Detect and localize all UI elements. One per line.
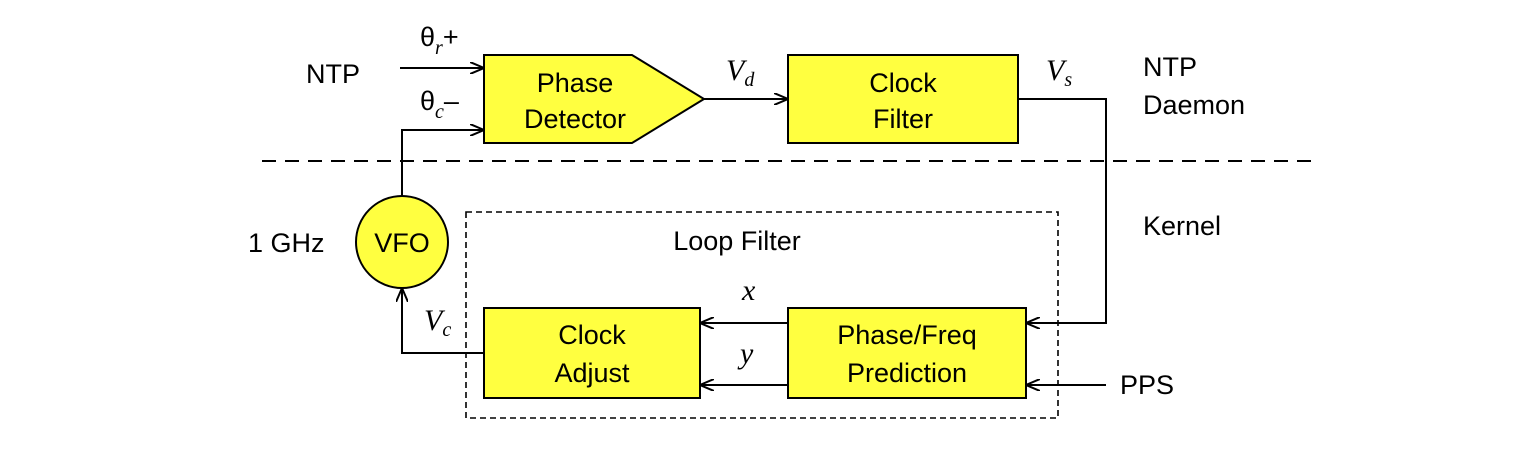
y-label: y bbox=[737, 337, 754, 370]
clock-filter-label-line2: Filter bbox=[873, 104, 933, 134]
kernel-label: Kernel bbox=[1143, 211, 1221, 241]
loop-filter-label: Loop Filter bbox=[673, 226, 801, 256]
clock-filter-label-line1: Clock bbox=[869, 68, 937, 98]
clock-adjust-label-line1: Clock bbox=[558, 320, 626, 350]
vd-label: Vd bbox=[726, 54, 755, 91]
clock-filter-block: Clock Filter bbox=[787, 54, 1019, 144]
pps-input-label: PPS bbox=[1120, 370, 1174, 400]
phase-detector-label-line1: Phase bbox=[537, 68, 614, 98]
phase-detector-block: Phase Detector bbox=[483, 54, 706, 144]
clock-adjust-label-line2: Adjust bbox=[554, 358, 630, 388]
ntp-input-label: NTP bbox=[306, 59, 360, 89]
vfo-label: VFO bbox=[374, 228, 430, 258]
clock-adjust-block: Clock Adjust bbox=[483, 307, 701, 399]
vfo-frequency-label: 1 GHz bbox=[248, 228, 325, 258]
vfo-to-phase-detector-wire bbox=[401, 130, 483, 196]
phase-freq-prediction-label-line1: Phase/Freq bbox=[837, 320, 977, 350]
phase-detector-label-line2: Detector bbox=[524, 104, 626, 134]
vc-wire bbox=[402, 289, 484, 354]
vs-label: Vs bbox=[1046, 54, 1072, 91]
ntp-daemon-label-line1: NTP bbox=[1143, 52, 1197, 82]
phase-freq-prediction-block: Phase/Freq Prediction bbox=[787, 307, 1027, 399]
phase-freq-prediction-label-line2: Prediction bbox=[847, 358, 967, 388]
vs-wire bbox=[1018, 98, 1107, 323]
vfo-block: VFO bbox=[355, 195, 449, 289]
theta-c-label: θc– bbox=[420, 86, 459, 123]
ntp-daemon-label-line2: Daemon bbox=[1143, 90, 1245, 120]
theta-r-label: θr+ bbox=[420, 22, 459, 59]
vc-label: Vc bbox=[424, 304, 451, 341]
x-label: x bbox=[741, 274, 756, 307]
loop-filter-region bbox=[465, 211, 1059, 419]
